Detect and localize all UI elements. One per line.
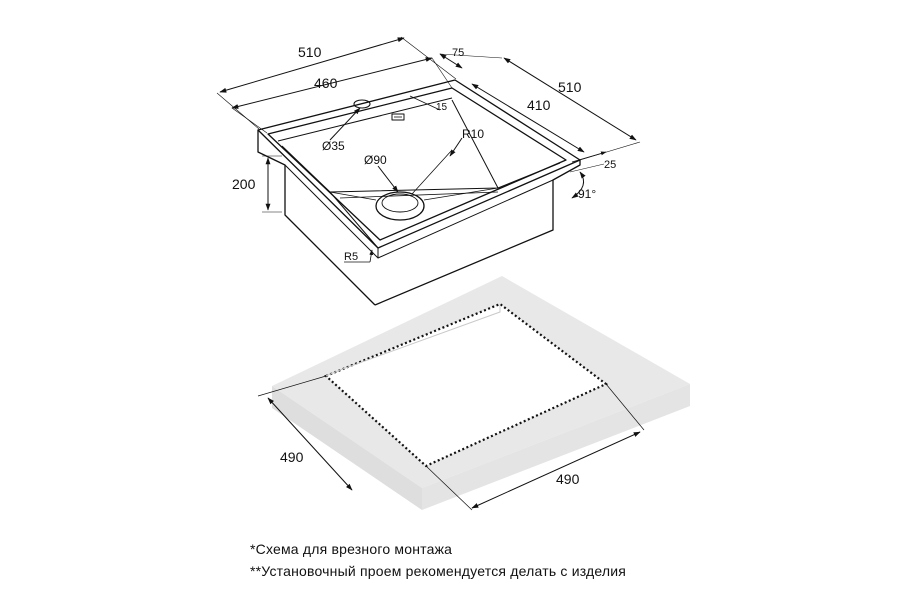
label-ledge: 15 bbox=[436, 102, 448, 113]
dim-d90-leader bbox=[377, 165, 399, 193]
label-overall-width: 510 bbox=[298, 44, 322, 60]
sink-rim-inner bbox=[267, 87, 567, 241]
sink-bowl-edge bbox=[339, 191, 499, 199]
cutout-inner-wall bbox=[325, 304, 501, 377]
label-overflow-diameter: Ø35 bbox=[322, 139, 345, 153]
cutout-dimensions bbox=[257, 375, 645, 511]
sink-dimension-labels: 510 460 75 510 410 15 200 R10 R5 Ø35 Ø90… bbox=[232, 44, 616, 263]
label-cutout-width: 490 bbox=[556, 471, 580, 487]
dim-d35-leader bbox=[329, 107, 361, 141]
dim-bowl-width-line bbox=[231, 57, 433, 109]
sink-ledge bbox=[277, 97, 453, 142]
label-bowl-depth: 410 bbox=[527, 97, 551, 113]
label-angle: 91° bbox=[578, 187, 596, 201]
sink-floor-diagonals bbox=[329, 149, 499, 201]
sink-bowl-floor bbox=[329, 162, 561, 249]
dim-flange-offset-line bbox=[439, 53, 463, 69]
label-radius-top: R10 bbox=[462, 127, 484, 141]
dim-ledge-line bbox=[409, 95, 441, 111]
dim-cutout-width-line bbox=[471, 431, 641, 509]
label-overall-depth: 510 bbox=[558, 79, 582, 95]
dim-rim-line bbox=[571, 151, 607, 163]
sink-dimensions bbox=[216, 36, 641, 263]
label-cutout-depth: 490 bbox=[280, 449, 304, 465]
sink-body-fold bbox=[284, 164, 554, 259]
drain-hole-inner bbox=[381, 193, 419, 213]
drain-hole bbox=[375, 191, 425, 221]
label-bowl-width: 460 bbox=[314, 75, 338, 91]
dim-cutout-depth-line bbox=[267, 397, 353, 491]
dim-overall-depth-line bbox=[503, 57, 637, 141]
dim-bowl-depth-line bbox=[471, 83, 585, 153]
dim-angle-arc bbox=[571, 171, 586, 199]
note-cutout-recommendation: **Установочный проем рекомендуется делат… bbox=[250, 563, 627, 579]
countertop-drawing bbox=[272, 276, 690, 510]
label-radius-bottom: R5 bbox=[344, 251, 358, 263]
note-installation-type: *Схема для врезного монтажа bbox=[250, 541, 453, 557]
dim-r10-leader bbox=[449, 137, 463, 157]
sink-drawing bbox=[257, 79, 581, 306]
label-height: 200 bbox=[232, 176, 256, 192]
label-rim-thickness: 25 bbox=[604, 159, 616, 171]
label-drain-diameter: Ø90 bbox=[364, 153, 387, 167]
label-flange-offset: 75 bbox=[452, 47, 464, 59]
overflow-grill bbox=[391, 113, 405, 121]
